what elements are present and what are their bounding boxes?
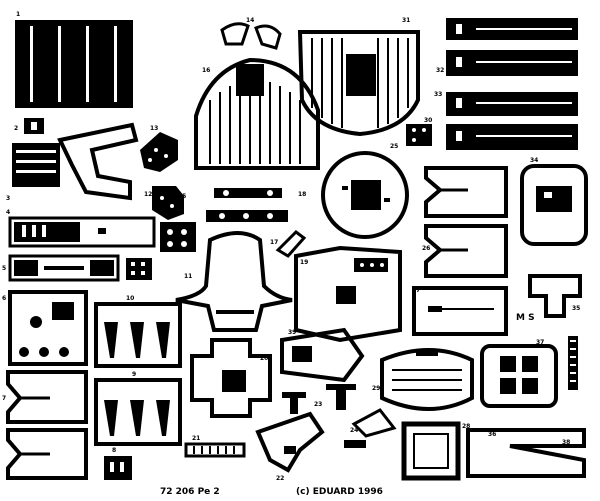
- part-3-seat-bracket: [12, 122, 139, 201]
- part-34-rounded-plate: [520, 164, 588, 246]
- part-4-strip: [8, 216, 156, 248]
- part-12-cluster: [152, 186, 196, 252]
- part-number-1: 1: [16, 11, 20, 18]
- part-letters-ms: M S: [516, 313, 535, 323]
- part-39-flap: [280, 327, 365, 383]
- part-24-triangle: [344, 408, 397, 448]
- part-number-18: 18: [298, 191, 306, 198]
- part-number-12: 12: [144, 191, 152, 198]
- part-number-25: 25: [390, 143, 398, 150]
- part-number-9: 9: [132, 371, 136, 378]
- part-number-26: 26: [422, 245, 430, 252]
- part-number-24: 24: [350, 427, 358, 434]
- part-30-small-square: [406, 124, 432, 146]
- part-36-clip: [466, 428, 586, 478]
- part-17-hook: [275, 230, 307, 258]
- part-number-13: 13: [150, 125, 158, 132]
- copyright-text: (c) EDUARD 1996: [296, 487, 383, 497]
- part-37-quad-window: [480, 344, 558, 408]
- part-number-23: 23: [314, 401, 322, 408]
- part-number-38: 38: [562, 439, 570, 446]
- part-number-3: 3: [6, 195, 10, 202]
- part-19-side-panel: [294, 245, 402, 343]
- part-number-19: 19: [300, 259, 308, 266]
- part-10-seat-backs: [94, 302, 182, 368]
- part-13-cluster: [140, 132, 178, 172]
- part-5-strip: [8, 254, 152, 282]
- part-number-35: 35: [572, 305, 580, 312]
- part-6-instrument-panel: [8, 290, 88, 366]
- part-29-oval-panel: [380, 348, 474, 411]
- part-number-15: 15: [178, 193, 186, 200]
- part-21-strip: [184, 442, 246, 458]
- part-22-bracket: [255, 411, 325, 473]
- part-16-canopy-frame: [194, 57, 320, 170]
- part-number-2: 2: [14, 125, 18, 132]
- part-number-8: 8: [112, 447, 116, 454]
- part-14-loops: [220, 22, 282, 50]
- part-number-30: 30: [424, 117, 432, 124]
- part-number-28: 28: [462, 423, 470, 430]
- part-number-22: 22: [276, 475, 284, 482]
- part-number-7: 7: [2, 395, 6, 402]
- part-number-16: 16: [202, 67, 210, 74]
- part-28-square-block: [401, 421, 461, 481]
- part-number-39: 39: [288, 329, 296, 336]
- part-2-small-plate: [24, 118, 44, 134]
- part-number-31: 31: [402, 17, 410, 24]
- part-7-brackets: [6, 370, 88, 480]
- part-9-seat-backs: [94, 378, 182, 446]
- part-23-t-pieces: [282, 384, 356, 414]
- part-27-plate: [412, 286, 508, 336]
- part-number-4: 4: [6, 209, 10, 216]
- part-35-t-plate: [528, 274, 582, 318]
- part-20-cross-panel: [190, 338, 272, 418]
- part-33-ladder-strips: [446, 92, 578, 150]
- part-11-armour: [175, 231, 293, 332]
- part-number-34: 34: [530, 157, 538, 164]
- part-number-29: 29: [372, 385, 380, 392]
- part-number-6: 6: [2, 295, 6, 302]
- part-25-round-panel: [321, 151, 409, 239]
- part-31-shield-panel: [297, 30, 420, 137]
- part-number-33: 33: [434, 91, 442, 98]
- part-number-10: 10: [126, 295, 134, 302]
- part-number-32: 32: [436, 67, 444, 74]
- part-number-17: 17: [270, 239, 278, 246]
- catalog-number: 72 206 Pe 2: [160, 487, 220, 497]
- part-1-floor-panel: [15, 20, 133, 108]
- part-number-labels: 1 2 3 4 5 6 7 8 9 10 11 12 13 14 15 16 1…: [2, 11, 580, 482]
- part-number-11: 11: [184, 273, 192, 280]
- part-number-27: 27: [412, 287, 420, 294]
- part-number-36: 36: [488, 431, 496, 438]
- part-38-ladder-strip: [568, 336, 578, 390]
- part-number-14: 14: [246, 17, 254, 24]
- part-32-ladder-strips: [446, 18, 578, 76]
- part-18-handles: [206, 188, 288, 222]
- part-number-37: 37: [536, 339, 544, 346]
- part-number-20: 20: [260, 355, 268, 362]
- part-number-5: 5: [2, 265, 6, 272]
- part-number-21: 21: [192, 435, 200, 442]
- part-26-side-brackets: [424, 166, 508, 278]
- part-8-block: [104, 456, 132, 480]
